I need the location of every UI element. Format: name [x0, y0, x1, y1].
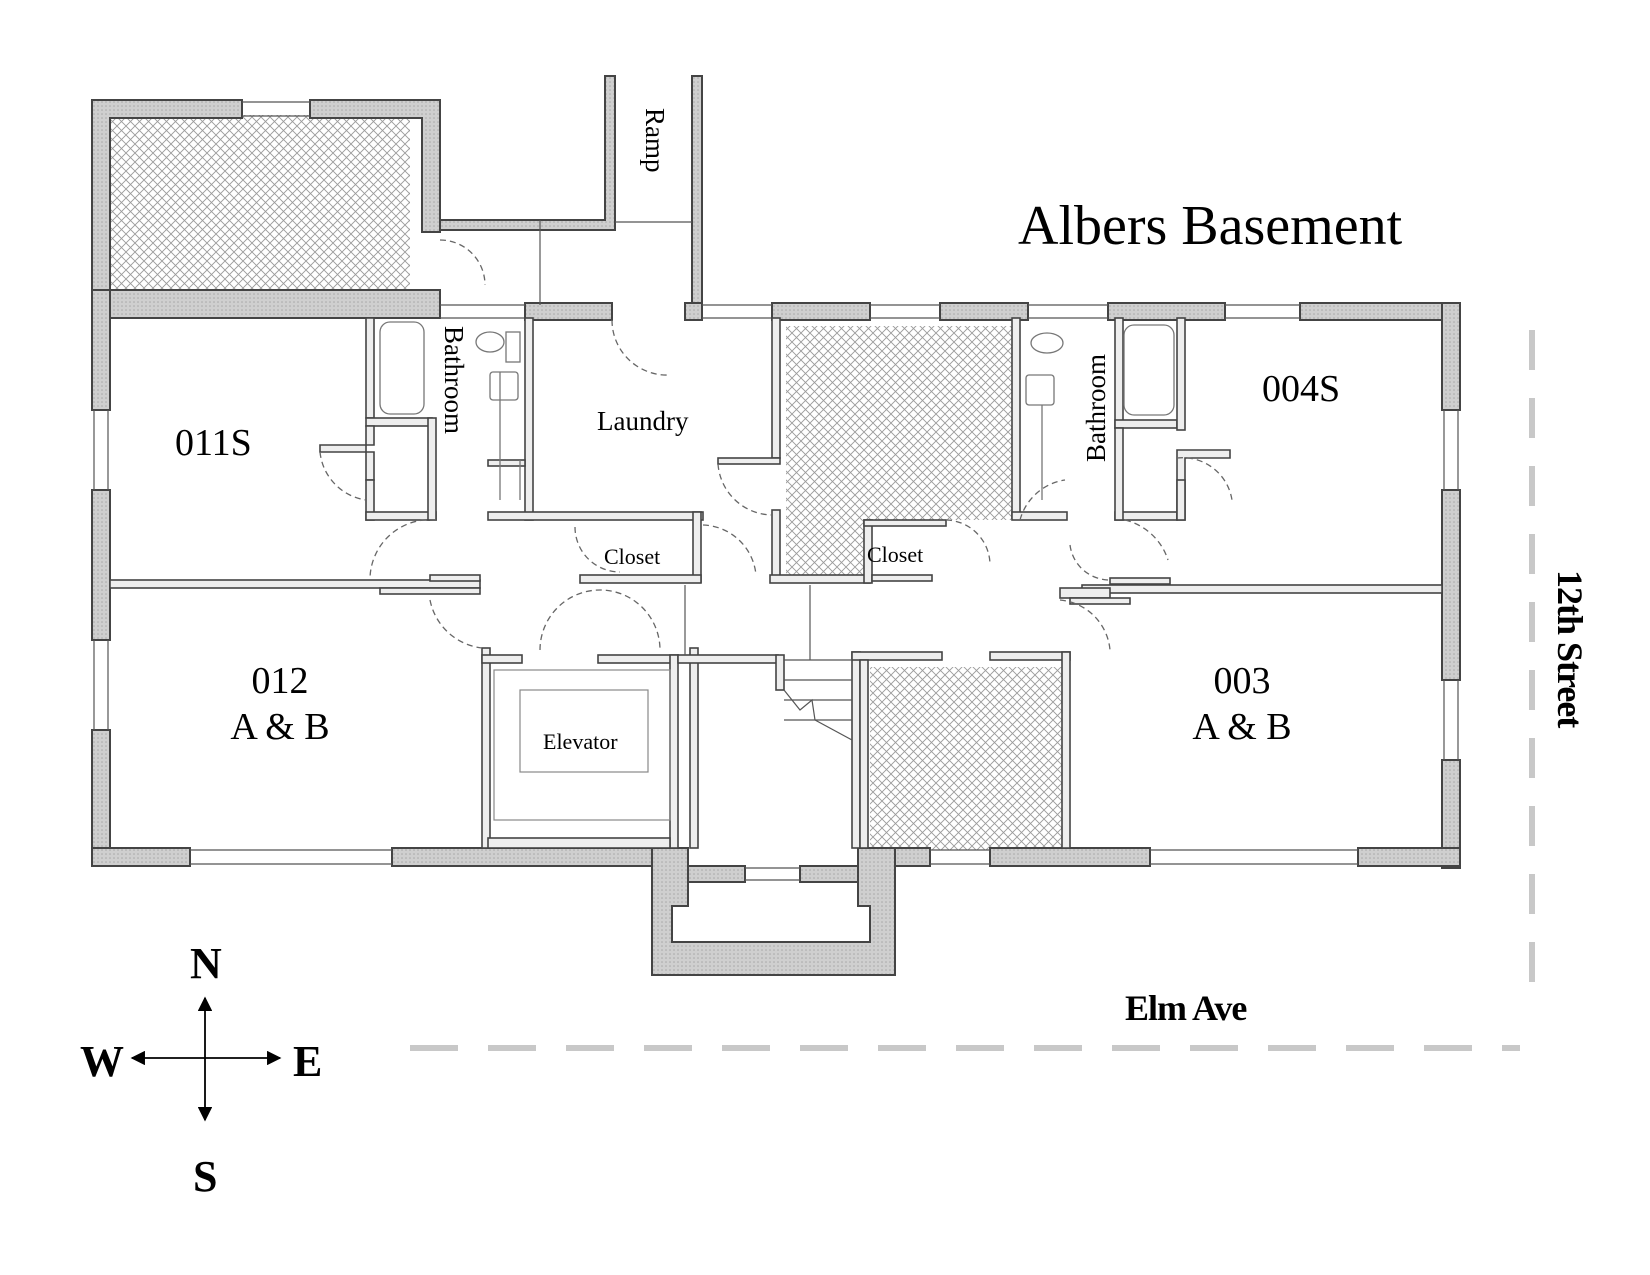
room-number-003: 003	[1213, 660, 1271, 702]
bath-fixtures	[379, 321, 1175, 500]
compass-label-west: W	[80, 1037, 124, 1086]
room-label-011S: 011S	[175, 422, 252, 464]
stairs	[684, 585, 853, 741]
interior-walls	[109, 317, 1443, 849]
hatched-area-center-north	[778, 326, 1012, 578]
space-label-elevator: Elevator	[543, 729, 618, 754]
bathtub-east	[1123, 324, 1175, 416]
toilet-west	[475, 331, 505, 353]
hatched-area-center-south	[870, 667, 1063, 850]
room-label-012AB: 012 A & B	[220, 658, 340, 750]
room-number-012: 012	[251, 660, 309, 702]
space-label-bathroom-west: Bathroom	[439, 326, 469, 434]
space-label-closet-east: Closet	[867, 542, 924, 567]
elevator-cab	[493, 669, 671, 821]
room-label-004S: 004S	[1262, 368, 1341, 410]
sink-west	[489, 371, 519, 401]
compass-label-east: E	[293, 1037, 323, 1086]
door-swings	[319, 239, 1233, 651]
hatched-areas	[110, 115, 1063, 850]
street-label-12th-street: 12th Street	[1550, 570, 1590, 728]
sink-east	[1025, 374, 1055, 406]
space-label-ramp: Ramp	[640, 108, 670, 173]
compass-label-south: S	[193, 1152, 218, 1201]
room-label-003AB: 003 A & B	[1182, 658, 1302, 750]
hatched-area-northwest	[110, 115, 410, 290]
compass-rose	[130, 996, 282, 1122]
street-label-elm-ave: Elm Ave	[1125, 988, 1247, 1028]
street-lines	[410, 330, 1535, 1051]
bathtub-west	[379, 321, 425, 415]
toilet-east	[1030, 332, 1064, 354]
space-label-closet-west: Closet	[604, 544, 661, 569]
space-label-laundry: Laundry	[597, 406, 689, 436]
page-title: Albers Basement	[1018, 195, 1403, 257]
room-suffix-003: A & B	[1192, 706, 1292, 748]
room-suffix-012: A & B	[230, 706, 330, 748]
compass-label-north: N	[190, 939, 222, 988]
windows	[93, 101, 1459, 881]
exterior-walls	[91, 75, 1461, 976]
space-label-bathroom-east: Bathroom	[1081, 354, 1111, 462]
